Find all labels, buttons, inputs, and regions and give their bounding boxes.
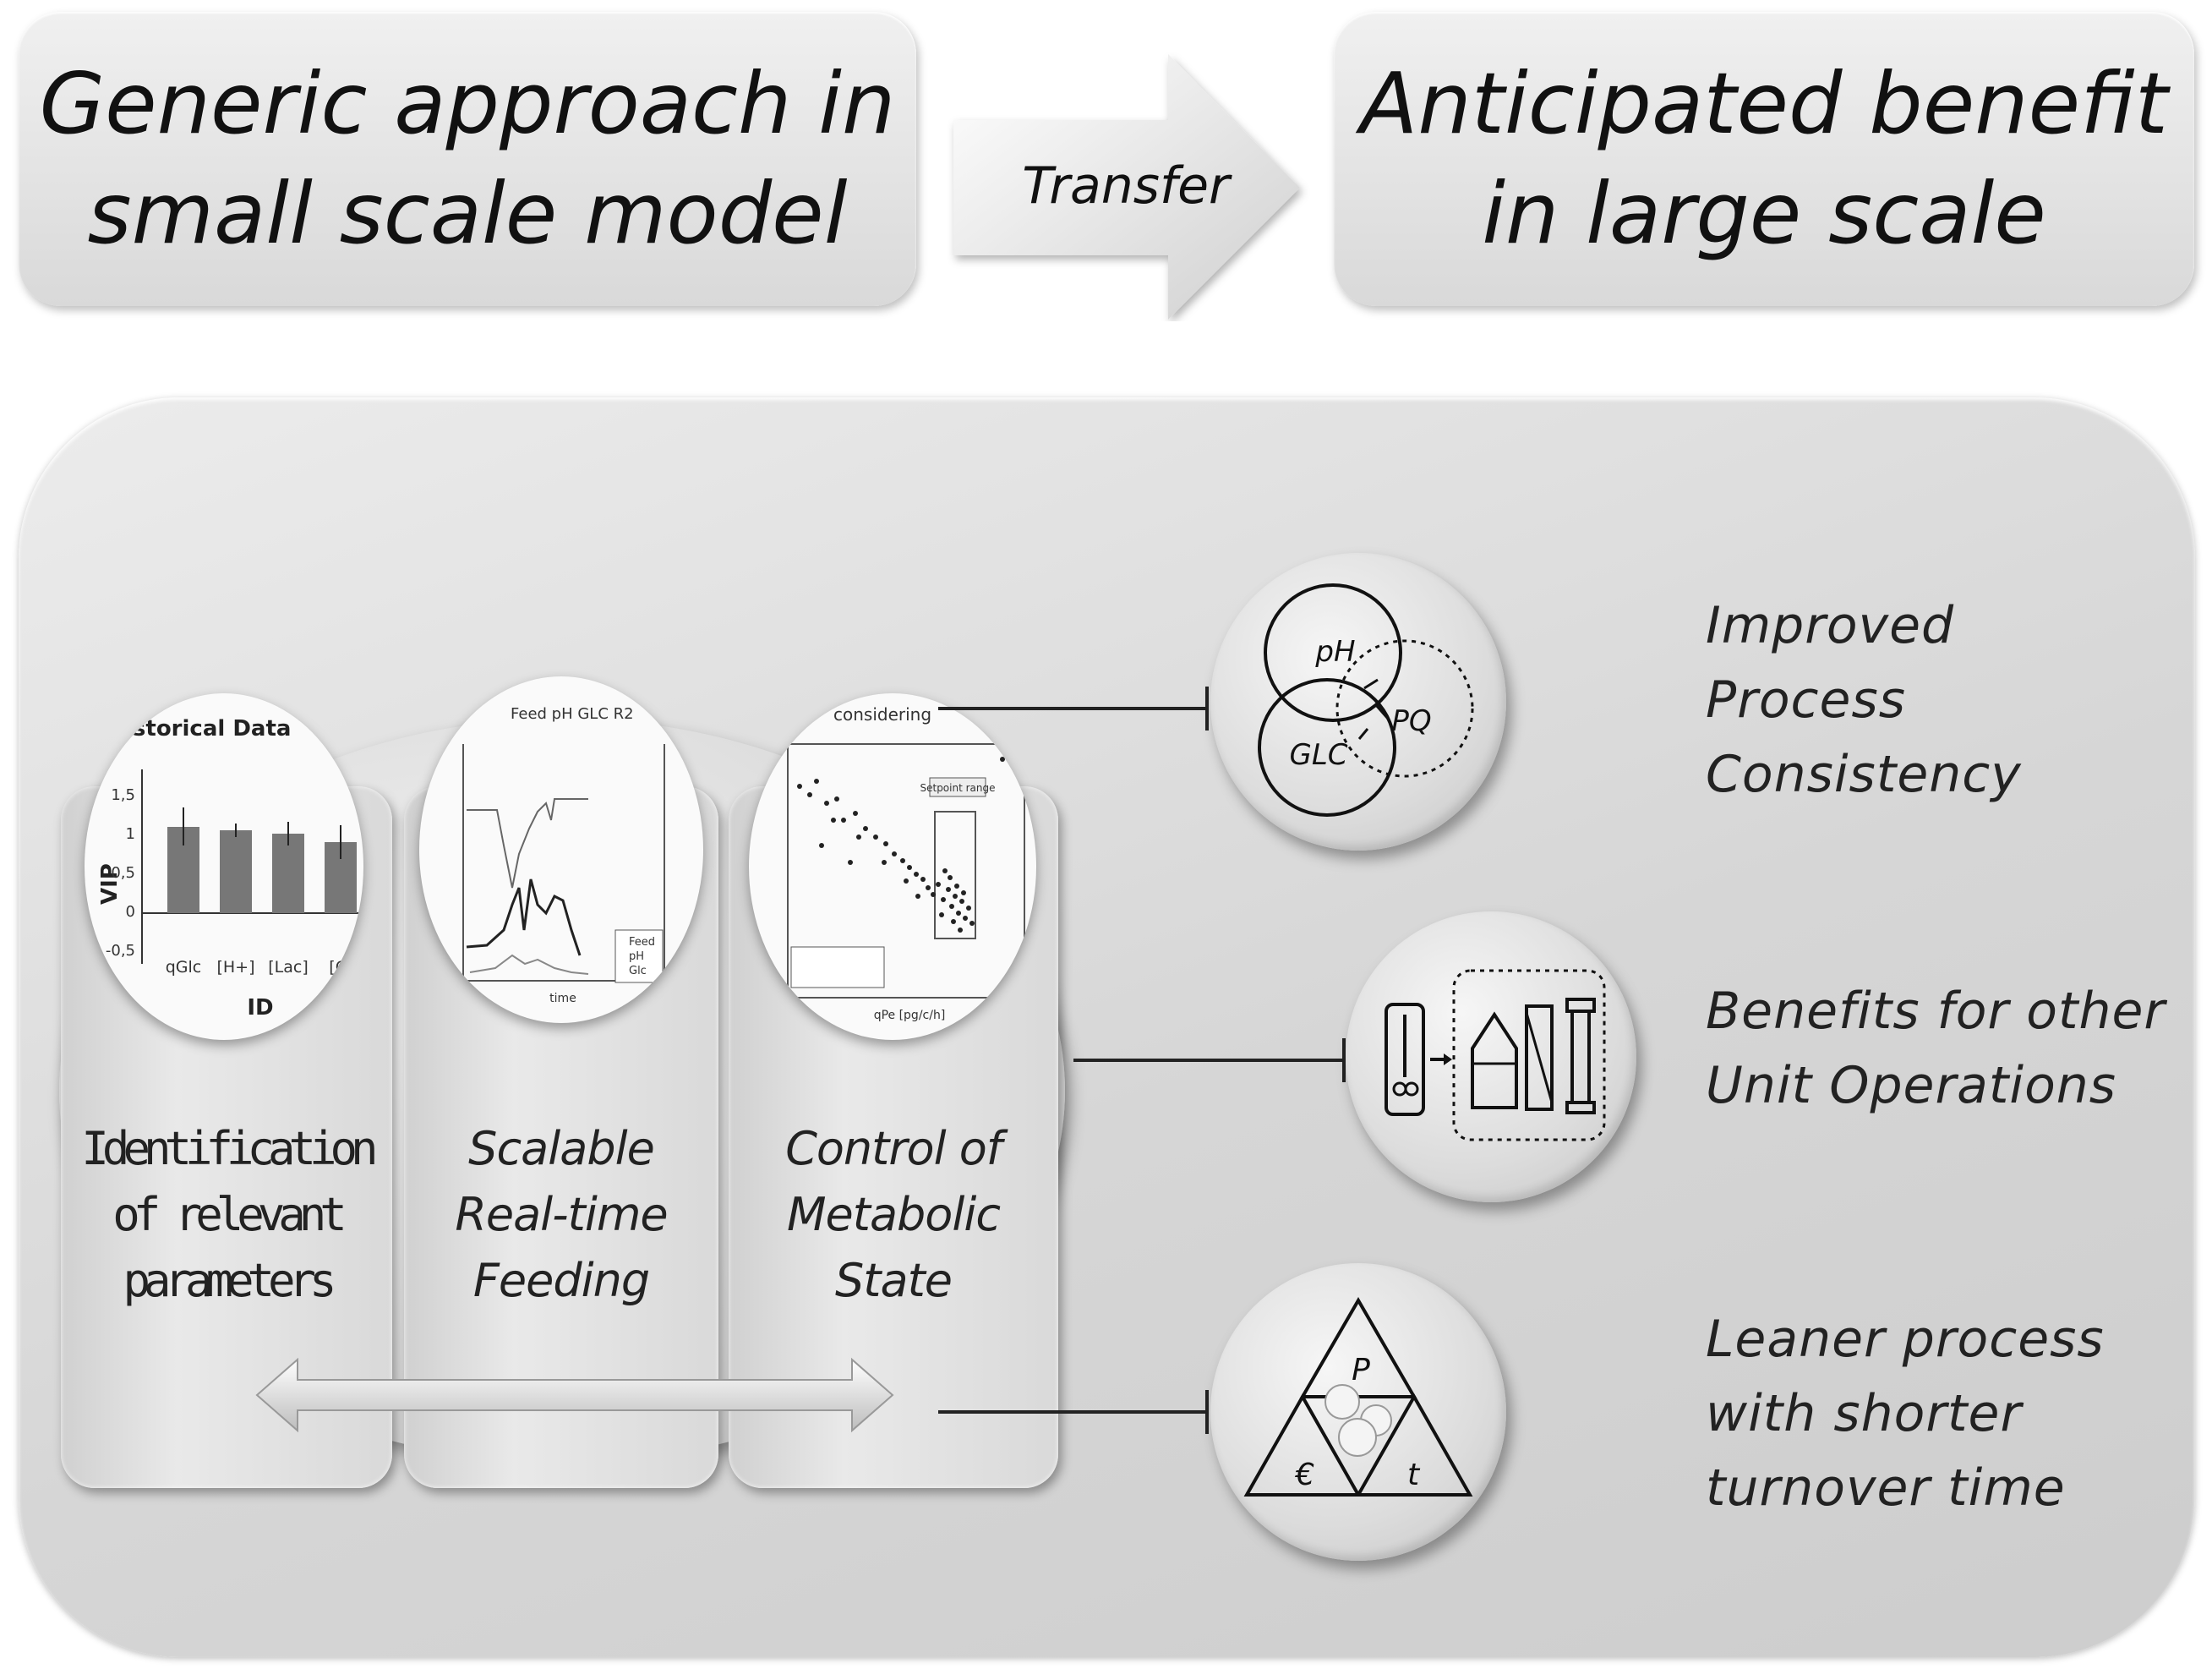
small-scale-line-2: small scale model — [87, 164, 848, 263]
category-label: [Lac] — [268, 958, 309, 977]
historical-data-chart: istorical Data VIP 1,5 1 0,5 0 -0,5 qGlc… — [97, 716, 363, 1021]
category-label: [H+] — [216, 958, 254, 977]
feeding-chart: Feed pH GLC R2 Feed pH Glc time — [462, 705, 673, 1005]
y-tick: 0 — [126, 903, 135, 921]
triangle-label-p: P — [1352, 1353, 1370, 1387]
legend-entry: pH — [629, 950, 644, 963]
feeding-disc: Feed pH GLC R2 Feed pH Glc time — [419, 676, 703, 1023]
setpoint-annotation: Setpoint range — [920, 782, 995, 794]
feeding-title: Feed pH GLC R2 — [511, 705, 634, 723]
historical-data-disc: istorical Data VIP 1,5 1 0,5 0 -0,5 qGlc… — [85, 693, 363, 1040]
small-scale-box: Generic approach in small scale model — [19, 12, 916, 306]
historical-x-axis-label: ID — [247, 995, 273, 1021]
transfer-label: Transfer — [1022, 156, 1232, 216]
venn-label-glc: GLC — [1289, 738, 1347, 772]
metabolic-disc: considering Setpoint range qPe [pg/c/h] — [749, 693, 1036, 1040]
connector-line — [938, 707, 1207, 710]
triangle-label-t: t — [1407, 1458, 1421, 1492]
historical-title: istorical Data — [125, 716, 291, 741]
large-scale-box: Anticipated benefit in large scale — [1334, 12, 2194, 306]
y-tick: 0,5 — [111, 864, 135, 882]
lean-process-disc: P € t — [1210, 1263, 1506, 1561]
connector-tick — [1205, 1390, 1209, 1434]
feeding-x-axis-label: time — [549, 992, 576, 1005]
connector-tick — [1342, 1038, 1346, 1082]
benefit-consistency: Improved Process Consistency — [1706, 596, 2022, 804]
historical-y-axis-label: VIP — [97, 863, 123, 905]
connector-tick — [1205, 687, 1209, 731]
consistency-disc: pH PQ GLC — [1210, 553, 1506, 851]
transfer-arrow: Transfer — [953, 54, 1300, 320]
y-tick: -0,5 — [106, 942, 135, 960]
benefit-lean-process: Leaner process with shorter turnover tim… — [1706, 1310, 2105, 1518]
label-identification: Identification of relevant parameters — [81, 1122, 378, 1307]
benefit-unit-operations: Benefits for other Unit Operations — [1706, 982, 2166, 1115]
venn-icon: pH PQ GLC — [1258, 583, 1474, 817]
double-arrow — [255, 1357, 894, 1433]
large-scale-line-2: in large scale — [1482, 164, 2046, 263]
legend-entry: Feed — [629, 936, 655, 949]
scatter-points — [797, 757, 1005, 933]
connector-line — [938, 1410, 1207, 1414]
y-tick: 1 — [126, 825, 135, 843]
venn-label-ph: pH — [1314, 635, 1355, 669]
venn-label-pq: PQ — [1391, 704, 1431, 738]
metabolic-chart: considering Setpoint range qPe [pg/c/h] — [787, 704, 1025, 1022]
large-scale-line-1: Anticipated benefit — [1359, 54, 2168, 153]
metabolic-x-axis-label: qPe [pg/c/h] — [874, 1009, 946, 1022]
vip-bar — [220, 830, 252, 913]
small-scale-line-1: Generic approach in — [39, 54, 896, 153]
gear-icon — [1324, 1384, 1392, 1457]
label-feeding: Scalable Real-time Feeding — [455, 1122, 668, 1307]
triangle-icon: P € t — [1243, 1297, 1473, 1497]
category-label: qGlc — [166, 958, 202, 977]
y-tick: 1,5 — [111, 786, 135, 804]
unit-operations-icon — [1385, 969, 1606, 1141]
triangle-label-euro: € — [1295, 1458, 1315, 1492]
label-metabolic: Control of Metabolic State — [785, 1122, 1002, 1307]
connector-line — [1073, 1059, 1344, 1062]
legend-entry: Glc — [629, 965, 647, 977]
metabolic-title: considering — [833, 704, 931, 725]
vip-bar — [272, 834, 304, 913]
unit-operations-disc — [1346, 911, 1636, 1202]
